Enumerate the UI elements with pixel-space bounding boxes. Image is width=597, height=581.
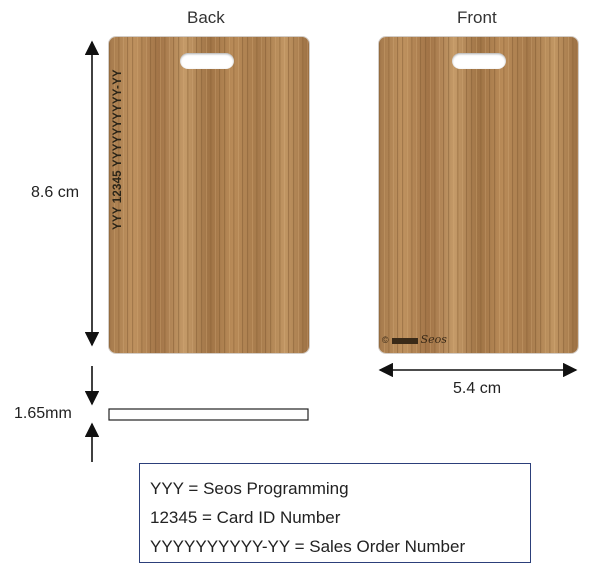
legend-box: YYY = Seos Programming 12345 = Card ID N… <box>139 463 531 563</box>
front-card <box>379 37 578 353</box>
thickness-label: 1.65mm <box>14 405 72 422</box>
front-title: Front <box>457 8 497 27</box>
legend-item: YYYYYYYYYY-YY = Sales Order Number <box>150 537 466 556</box>
back-title: Back <box>187 8 225 27</box>
legend-item: 12345 = Card ID Number <box>150 508 341 527</box>
lanyard-slot <box>180 53 234 69</box>
back-card <box>109 37 309 353</box>
wood-texture <box>379 37 578 353</box>
copyright-mark: © <box>382 335 389 345</box>
height-label: 8.6 cm <box>31 184 80 201</box>
wood-texture <box>109 37 309 353</box>
seos-logo-text: Seos <box>420 333 447 346</box>
lanyard-slot <box>452 53 506 69</box>
card-edge-profile <box>108 408 309 421</box>
card-id-print: YYY 12345 YYYYYYYYYY-YY <box>112 69 124 230</box>
legend-item: YYY = Seos Programming <box>150 479 349 498</box>
width-label: 5.4 cm <box>453 380 502 397</box>
logo-bar <box>391 337 418 344</box>
seos-logo: © Seos <box>382 333 447 346</box>
